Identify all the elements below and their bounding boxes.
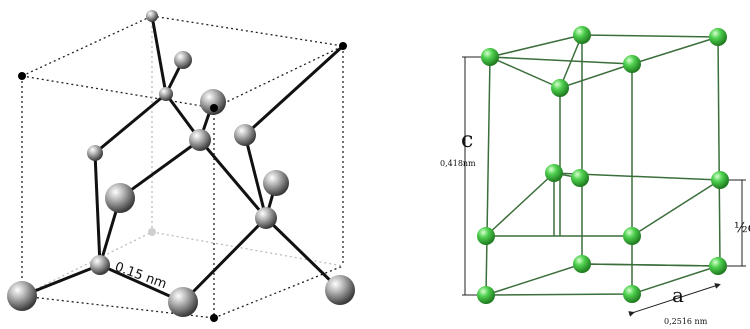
atom xyxy=(477,286,495,304)
atom xyxy=(168,287,198,317)
a-value: 0,2516 nm xyxy=(664,317,708,326)
atom xyxy=(87,145,103,161)
atom xyxy=(477,227,495,245)
bond-length-label: 0.15 nm xyxy=(113,260,169,293)
atom xyxy=(573,255,591,273)
hexagonal-structure: c 0,418nm a 0,2516 nm ½c xyxy=(440,26,750,326)
atom xyxy=(709,257,727,275)
gray-atoms xyxy=(7,10,355,317)
frame-lines xyxy=(462,34,746,317)
atom xyxy=(711,171,729,189)
half-c-label: ½c xyxy=(734,220,750,236)
c-label: c xyxy=(461,128,473,153)
atom xyxy=(571,169,589,187)
atom xyxy=(481,48,499,66)
atom xyxy=(234,124,256,146)
atom xyxy=(709,28,727,46)
atom xyxy=(174,51,192,69)
atom xyxy=(551,79,569,97)
atom xyxy=(325,275,355,305)
atom xyxy=(623,227,641,245)
atom xyxy=(263,170,289,196)
atom xyxy=(255,207,277,229)
atom xyxy=(105,183,135,213)
atom xyxy=(623,55,641,73)
atom xyxy=(189,129,211,151)
corner-dots xyxy=(18,42,347,322)
atom xyxy=(146,10,158,22)
c-value: 0,418nm xyxy=(440,159,476,168)
atom xyxy=(7,281,37,311)
atom xyxy=(623,285,641,303)
atom xyxy=(573,26,591,44)
atom xyxy=(90,255,110,275)
atom xyxy=(200,89,226,115)
atom xyxy=(545,164,563,182)
green-atoms xyxy=(477,26,729,304)
atom xyxy=(159,87,173,101)
a-label: a xyxy=(672,283,684,307)
diamond-structure: 0.15 nm xyxy=(7,10,355,322)
atom xyxy=(148,228,156,236)
